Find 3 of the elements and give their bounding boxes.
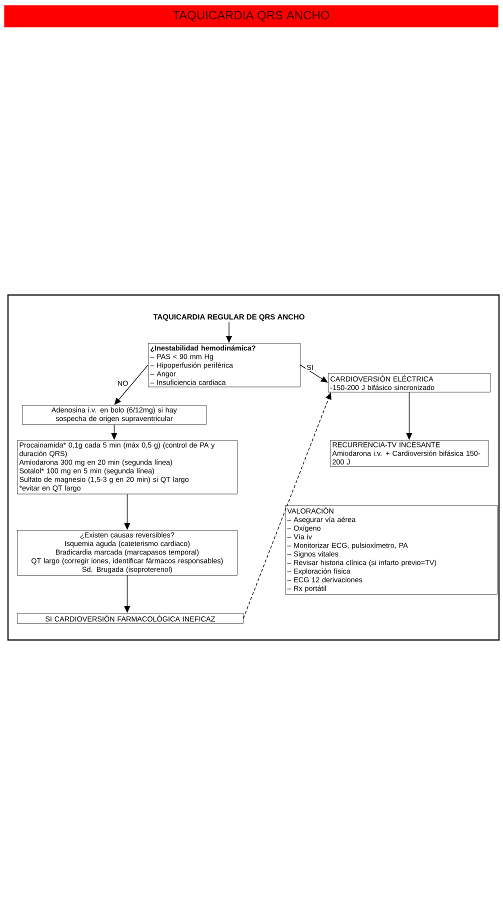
- arrow: [300, 364, 328, 383]
- arrow: [114, 364, 148, 405]
- title-banner: TAQUICARDIA QRS ANCHO: [4, 5, 498, 28]
